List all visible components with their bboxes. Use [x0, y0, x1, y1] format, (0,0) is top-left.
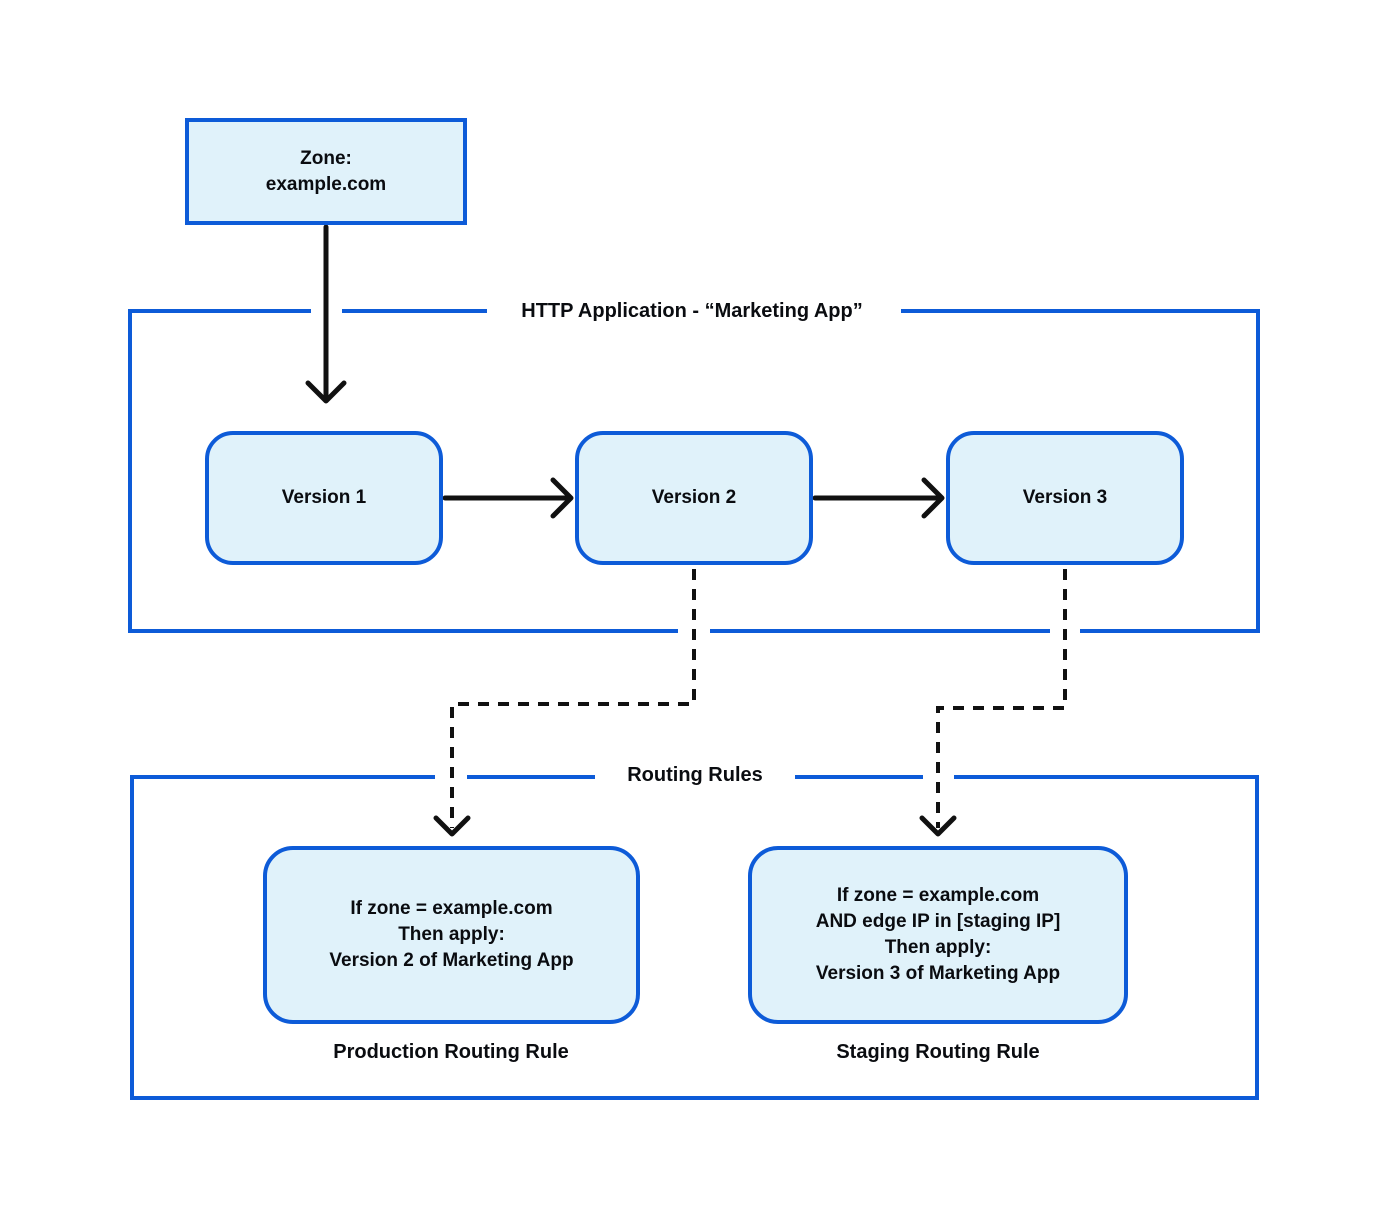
version-2-node: Version 2 [575, 431, 813, 565]
production-rule-caption: Production Routing Rule [333, 1041, 569, 1063]
routing-rules-container-border [130, 775, 1259, 1100]
version-3-node: Version 3 [946, 431, 1184, 565]
staging-rule-line4: Version 3 of Marketing App [815, 963, 1061, 984]
version-1-node: Version 1 [205, 431, 443, 565]
production-rule-node: If zone = example.com Then apply: Versio… [263, 846, 640, 1024]
version2-to-version3-arrow [812, 477, 945, 519]
version1-to-version2-arrow [442, 477, 574, 519]
staging-rule-node: If zone = example.com AND edge IP in [st… [748, 846, 1128, 1024]
zone-node: Zone: example.com [185, 118, 467, 225]
production-rule-line1: If zone = example.com [350, 898, 553, 919]
staging-rule-caption: Staging Routing Rule [836, 1041, 1040, 1063]
version3-to-staging-rule-connector [919, 569, 1067, 837]
version-1-label: Version 1 [281, 487, 367, 508]
staging-rule-line3: Then apply: [884, 937, 992, 958]
zone-label-line1: Zone: [300, 147, 352, 169]
staging-rule-line1: If zone = example.com [836, 885, 1040, 906]
staging-rule-line2: AND edge IP in [staging IP] [815, 911, 1061, 932]
routing-rules-title: Routing Rules [621, 763, 769, 787]
zone-label-line2: example.com [265, 173, 387, 195]
production-rule-line2: Then apply: [398, 924, 505, 945]
zone-to-app-arrow [305, 224, 347, 404]
version-2-label: Version 2 [651, 487, 737, 508]
http-application-container-border [128, 309, 1260, 633]
http-application-title: HTTP Application - “Marketing App” [515, 299, 869, 323]
production-rule-line3: Version 2 of Marketing App [329, 950, 574, 971]
version2-to-production-rule-connector [433, 569, 696, 837]
version-3-label: Version 3 [1022, 487, 1108, 508]
